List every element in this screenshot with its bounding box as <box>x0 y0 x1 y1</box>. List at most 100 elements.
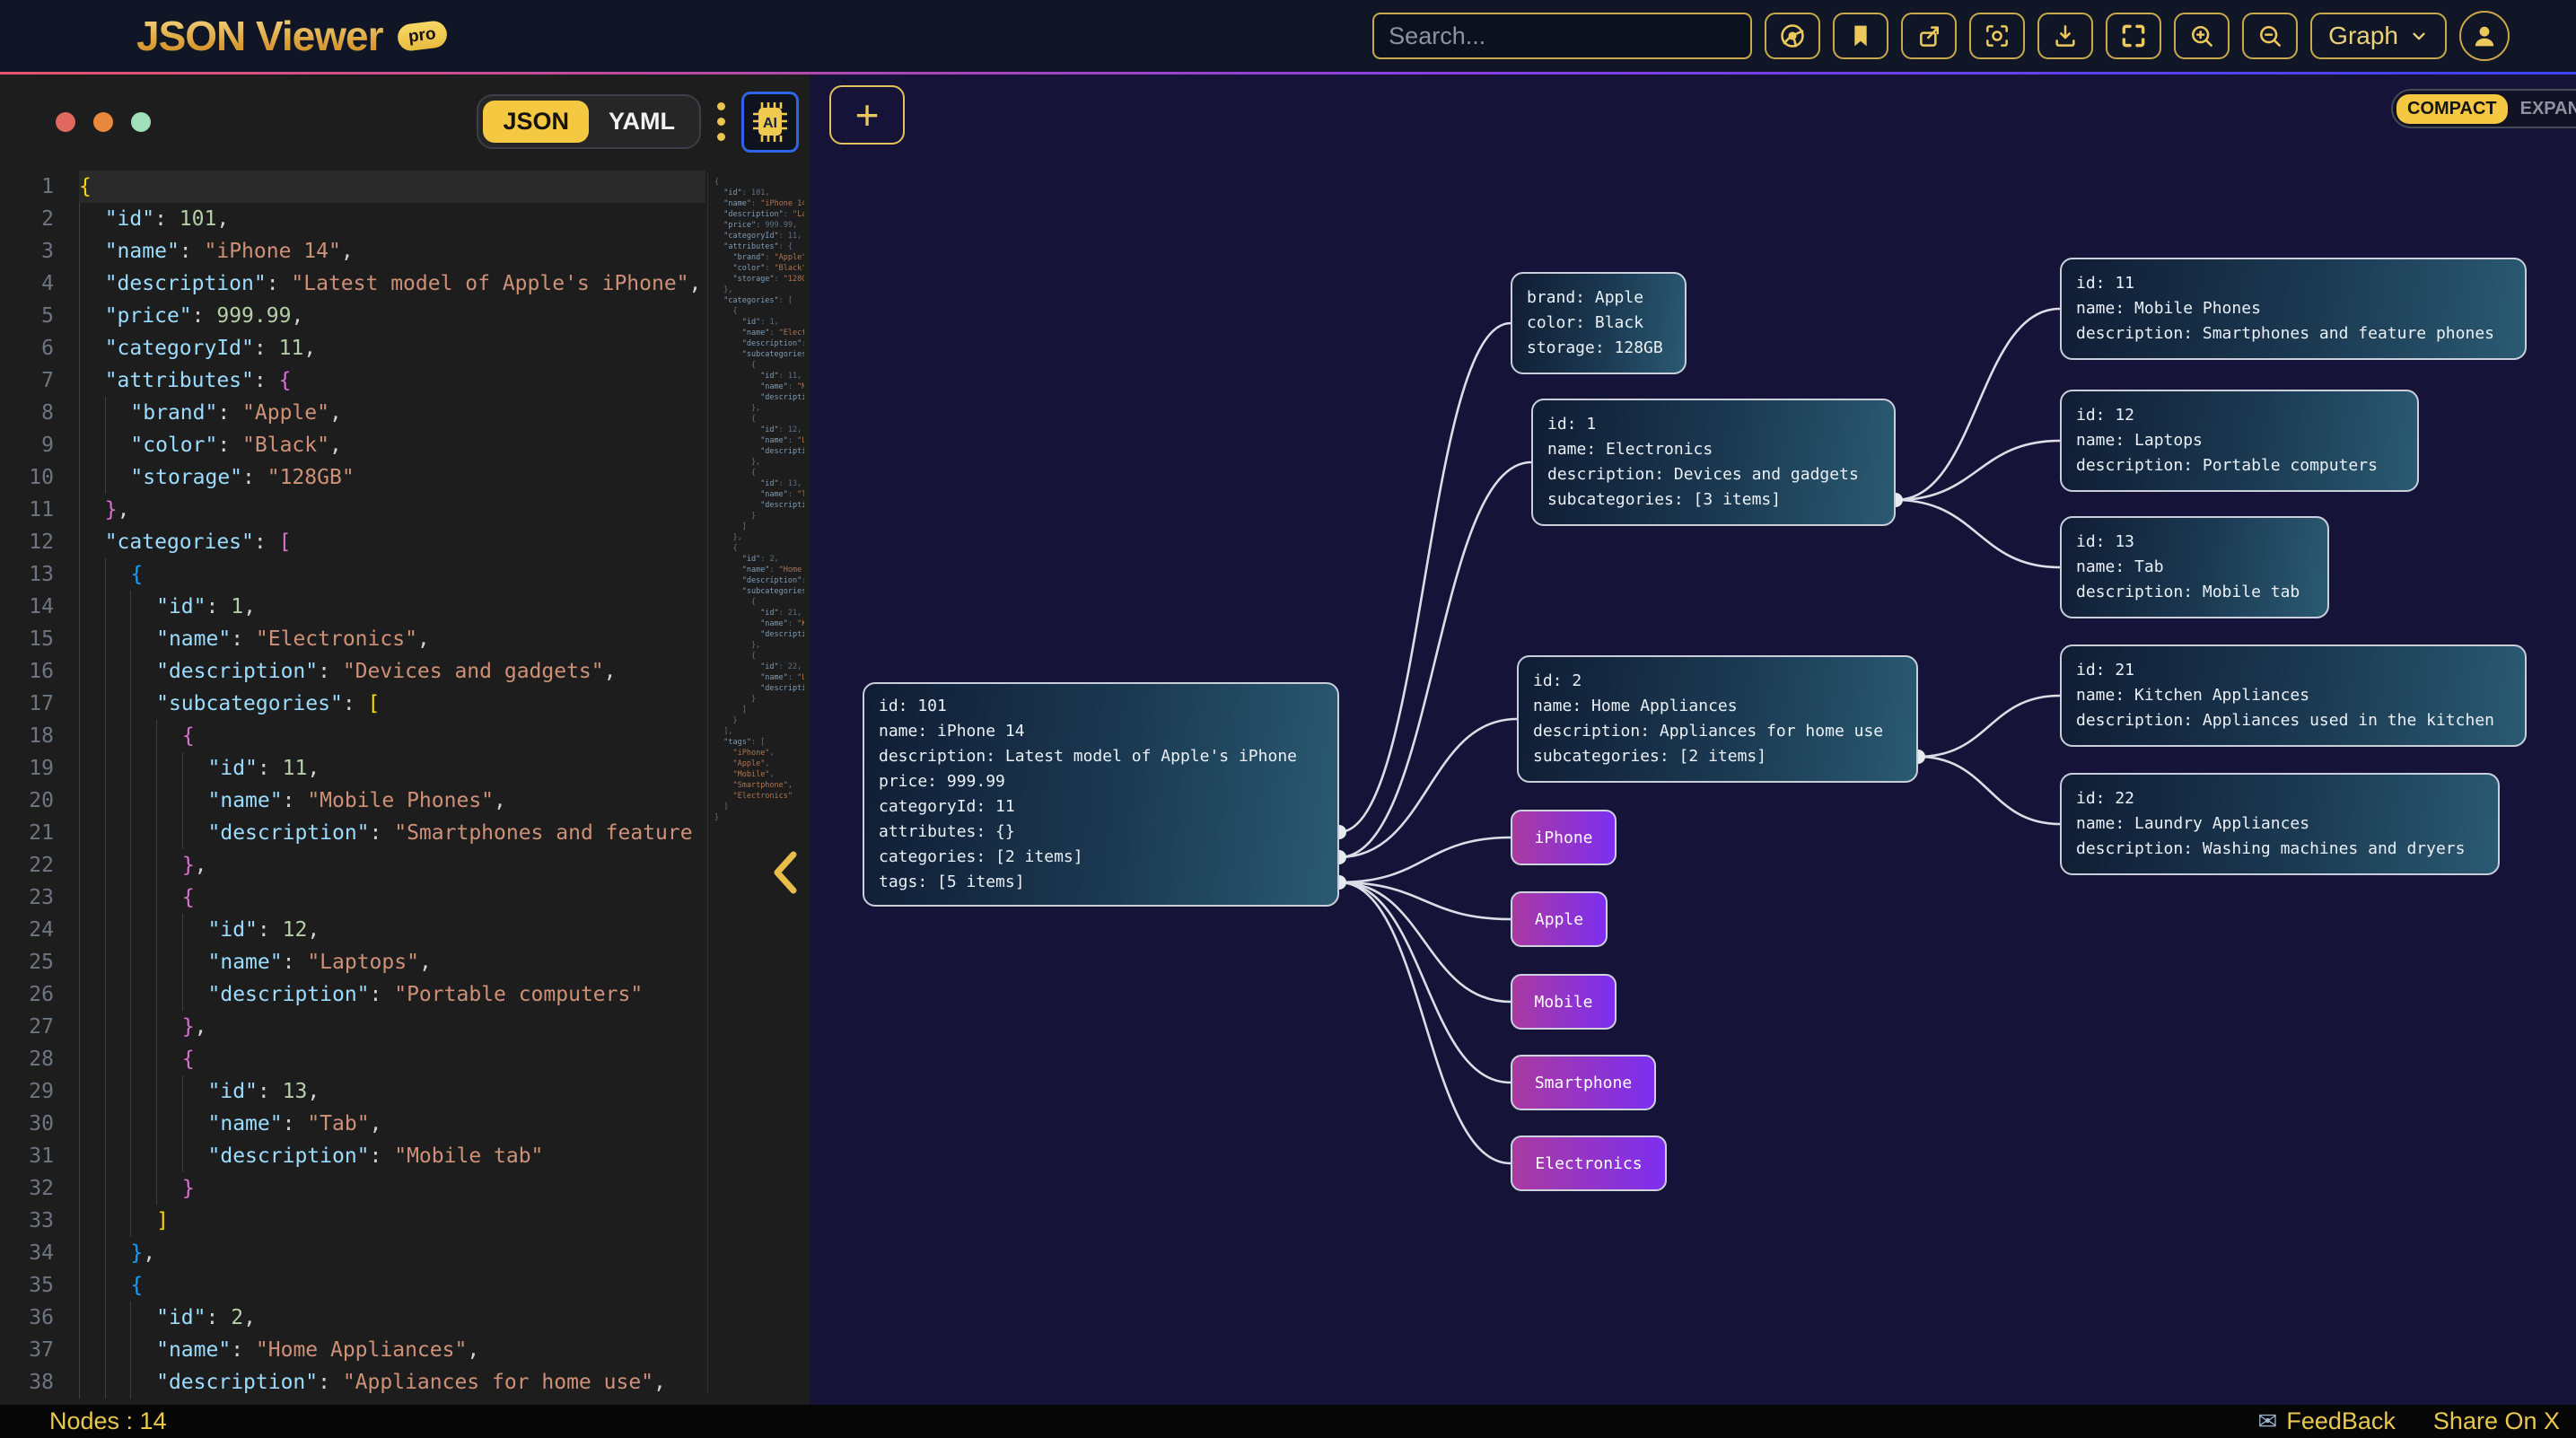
screenshot-button[interactable] <box>1969 13 2025 59</box>
code-line[interactable]: 10 "storage": "128GB" <box>0 461 705 494</box>
feedback-link[interactable]: ✉ FeedBack <box>2258 1407 2396 1435</box>
indent-guide <box>105 558 131 591</box>
code-line[interactable]: 14 "id": 1, <box>0 591 705 623</box>
tab-json[interactable]: JSON <box>483 101 589 143</box>
code-line[interactable]: 29 "id": 13, <box>0 1075 705 1108</box>
node-row: color: Black <box>1527 311 1670 336</box>
line-content: "color": "Black", <box>79 429 705 461</box>
code-line[interactable]: 21 "description": "Smartphones and featu… <box>0 817 705 849</box>
line-content: "name": "Tab", <box>79 1108 705 1140</box>
code-line[interactable]: 38 "description": "Appliances for home u… <box>0 1366 705 1399</box>
code-line[interactable]: 9 "color": "Black", <box>0 429 705 461</box>
zoom-out-button[interactable] <box>2242 13 2298 59</box>
indent-guide <box>130 1140 156 1172</box>
code-line[interactable]: 8 "brand": "Apple", <box>0 397 705 429</box>
chrome-extension-button[interactable] <box>1765 13 1820 59</box>
line-content: "description": "Latest model of Apple's … <box>79 267 705 300</box>
code-line[interactable]: 35 { <box>0 1269 705 1302</box>
line-content: { <box>79 558 705 591</box>
code-line[interactable]: 25 "name": "Laptops", <box>0 946 705 978</box>
code-line[interactable]: 23 { <box>0 881 705 914</box>
code-line[interactable]: 3 "name": "iPhone 14", <box>0 235 705 267</box>
collapse-editor-button[interactable] <box>765 846 804 900</box>
code-line[interactable]: 4 "description": "Latest model of Apple'… <box>0 267 705 300</box>
share-on-x-link[interactable]: Share On X <box>2433 1407 2560 1435</box>
code-line[interactable]: 30 "name": "Tab", <box>0 1108 705 1140</box>
window-maximize-button[interactable] <box>131 112 151 132</box>
minimap[interactable]: { "id": 101, "name": "iPhone 14", "descr… <box>707 173 804 1394</box>
node-subcategory-12[interactable]: id: 12name: Laptopsdescription: Portable… <box>2060 390 2419 492</box>
download-button[interactable] <box>2037 13 2093 59</box>
code-line[interactable]: 34 }, <box>0 1237 705 1269</box>
node-category-2[interactable]: id: 2name: Home Appliancesdescription: A… <box>1517 655 1918 783</box>
line-content: "subcategories": [ <box>79 688 705 720</box>
node-row: id: 21 <box>2076 658 2510 683</box>
add-node-button[interactable]: + <box>829 85 905 145</box>
tag-mobile[interactable]: Mobile <box>1511 974 1617 1030</box>
bookmark-button[interactable] <box>1833 13 1888 59</box>
window-close-button[interactable] <box>56 112 75 132</box>
node-subcategory-11[interactable]: id: 11name: Mobile Phonesdescription: Sm… <box>2060 258 2527 360</box>
code-line[interactable]: 5 "price": 999.99, <box>0 300 705 332</box>
compact-button[interactable]: COMPACT <box>2396 94 2508 124</box>
graph-canvas[interactable]: + COMPACT EXPAND id: 101name: iPhone 14d… <box>810 75 2576 1405</box>
indent-guide <box>130 849 156 881</box>
code-line[interactable]: 12 "categories": [ <box>0 526 705 558</box>
view-mode-dropdown[interactable]: Graph <box>2310 13 2447 59</box>
code-line[interactable]: 11 }, <box>0 494 705 526</box>
code-line[interactable]: 20 "name": "Mobile Phones", <box>0 785 705 817</box>
tag-smartphone[interactable]: Smartphone <box>1511 1055 1656 1110</box>
code-line[interactable]: 6 "categoryId": 11, <box>0 332 705 364</box>
code-line[interactable]: 16 "description": "Devices and gadgets", <box>0 655 705 688</box>
code-line[interactable]: 37 "name": "Home Appliances", <box>0 1334 705 1366</box>
tag-iphone[interactable]: iPhone <box>1511 810 1617 865</box>
node-subcategory-21[interactable]: id: 21name: Kitchen Appliancesdescriptio… <box>2060 644 2527 747</box>
code-line[interactable]: 26 "description": "Portable computers" <box>0 978 705 1011</box>
tag-apple[interactable]: Apple <box>1511 891 1608 947</box>
fullscreen-button[interactable] <box>2106 13 2161 59</box>
code-line[interactable]: 28 { <box>0 1043 705 1075</box>
node-category-1[interactable]: id: 1name: Electronicsdescription: Devic… <box>1531 399 1896 526</box>
code-line[interactable]: 13 { <box>0 558 705 591</box>
tag-electronics[interactable]: Electronics <box>1511 1135 1667 1191</box>
code-line[interactable]: 22 }, <box>0 849 705 881</box>
indent-guide <box>79 1075 105 1108</box>
node-attributes[interactable]: brand: Applecolor: Blackstorage: 128GB <box>1511 272 1687 374</box>
line-number: 5 <box>0 300 79 332</box>
zoom-in-button[interactable] <box>2174 13 2230 59</box>
indent-guide <box>156 946 182 978</box>
code-line[interactable]: 31 "description": "Mobile tab" <box>0 1140 705 1172</box>
code-line[interactable]: 33 ] <box>0 1205 705 1237</box>
code-line[interactable]: 18 { <box>0 720 705 752</box>
node-subcategory-22[interactable]: id: 22name: Laundry Appliancesdescriptio… <box>2060 773 2500 875</box>
code-line[interactable]: 15 "name": "Electronics", <box>0 623 705 655</box>
line-content: }, <box>79 1237 705 1269</box>
code-line[interactable]: 17 "subcategories": [ <box>0 688 705 720</box>
code-line[interactable]: 36 "id": 2, <box>0 1302 705 1334</box>
code-line[interactable]: 27 }, <box>0 1011 705 1043</box>
search-input[interactable] <box>1372 13 1752 59</box>
code-line[interactable]: 2 "id": 101, <box>0 203 705 235</box>
node-row: id: 101 <box>879 694 1323 719</box>
code-line[interactable]: 1{ <box>0 171 705 203</box>
window-minimize-button[interactable] <box>93 112 113 132</box>
tab-yaml[interactable]: YAML <box>589 101 695 143</box>
node-subcategory-13[interactable]: id: 13name: Tabdescription: Mobile tab <box>2060 516 2329 618</box>
indent-guide <box>105 849 131 881</box>
indent-guide <box>105 785 131 817</box>
code-line[interactable]: 24 "id": 12, <box>0 914 705 946</box>
expand-button[interactable]: EXPAND <box>2508 94 2576 124</box>
user-profile-button[interactable] <box>2459 11 2510 61</box>
editor-menu-button[interactable] <box>717 102 725 141</box>
ai-assistant-button[interactable]: AI <box>741 92 799 153</box>
node-iphone-14[interactable]: id: 101name: iPhone 14description: Lates… <box>863 682 1339 907</box>
code-line[interactable]: 32 } <box>0 1172 705 1205</box>
export-button[interactable] <box>1901 13 1957 59</box>
indent-guide <box>130 688 156 720</box>
line-number: 15 <box>0 623 79 655</box>
code-line[interactable]: 19 "id": 11, <box>0 752 705 785</box>
code-lines[interactable]: 1{2 "id": 101,3 "name": "iPhone 14",4 "d… <box>0 171 705 1405</box>
indent-guide <box>156 1011 182 1043</box>
chevron-down-icon <box>2409 26 2429 46</box>
code-line[interactable]: 7 "attributes": { <box>0 364 705 397</box>
